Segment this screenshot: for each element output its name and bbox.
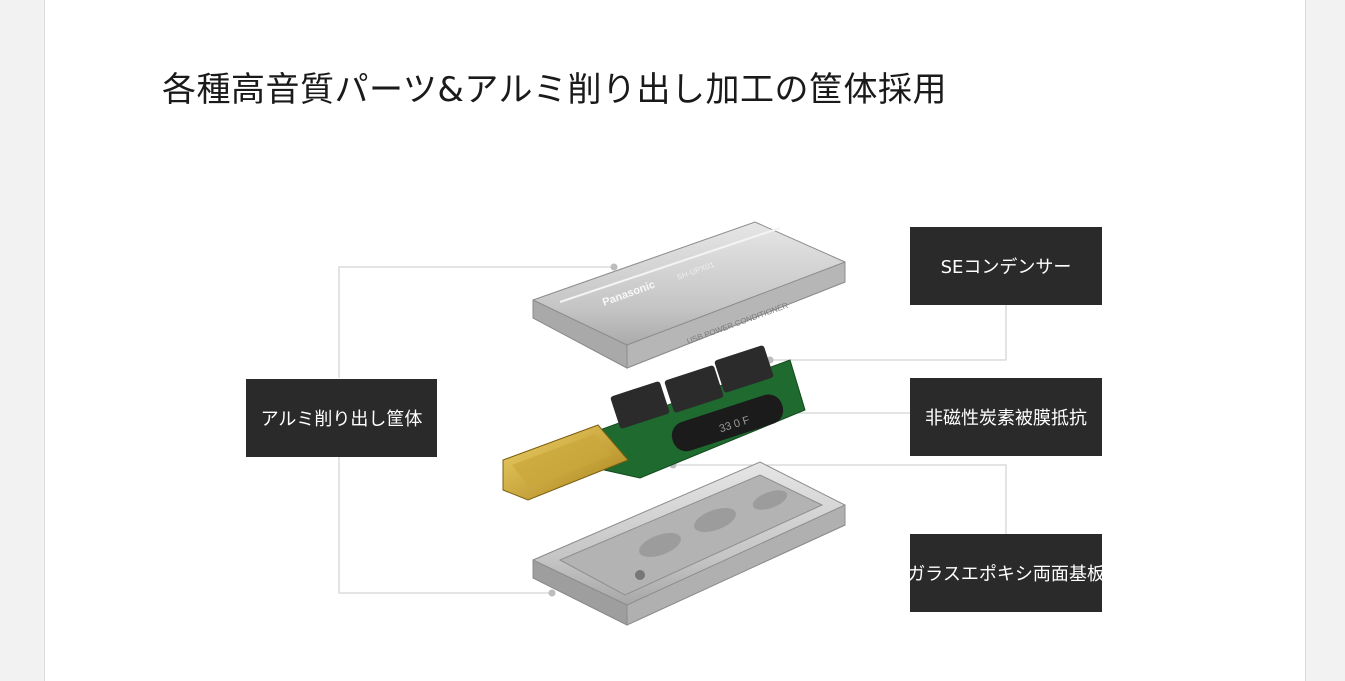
label-pcb: ガラスエポキシ両面基板	[907, 534, 1105, 612]
label-resistor: 非磁性炭素被膜抵抗	[910, 378, 1102, 456]
bottom-case	[532, 461, 846, 626]
pcb-assembly: 33 0 F	[502, 345, 806, 501]
label-aluminum-housing: アルミ削り出し筐体	[246, 379, 437, 457]
section-heading: 各種高音質パーツ&アルミ削り出し加工の筐体採用	[162, 70, 947, 110]
label-se-capacitor: SEコンデンサー	[910, 227, 1102, 305]
top-cover: Panasonic SH-UPX01 USB POWER CONDITIONER	[532, 221, 846, 369]
